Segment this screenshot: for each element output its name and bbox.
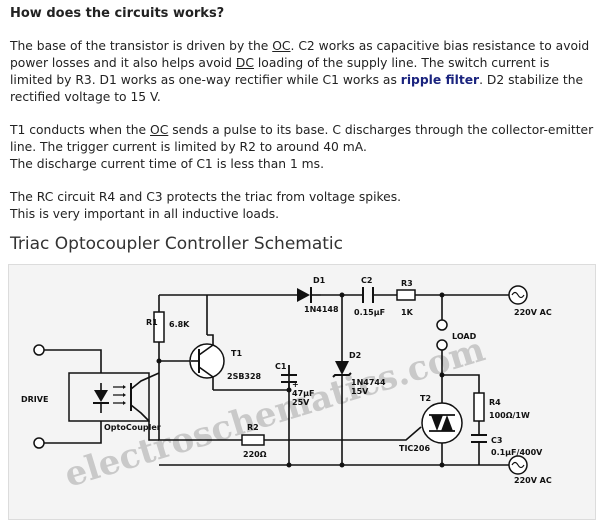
para1-text-3: loading of the supply line. The switch c… [10, 56, 550, 87]
schematic-title: Triac Optocoupler Controller Schematic [10, 234, 344, 254]
para1-text-2: . C2 works as capacitive bias resistance… [10, 39, 590, 70]
section-heading: How does the circuits works? [10, 6, 225, 21]
label-r4: R4 [489, 398, 501, 407]
label-c1: C1 [275, 362, 287, 371]
para3-line-1: The RC circuit R4 and C3 protects the tr… [10, 190, 402, 204]
label-r4-value: 100Ω/1W [489, 411, 530, 420]
drive-terminal-2 [33, 437, 45, 449]
opto-led-symbol [94, 390, 108, 402]
label-d2: D2 [349, 351, 361, 360]
label-r3-value: 1K [401, 308, 414, 317]
wire-drive-2 [44, 413, 102, 444]
label-r2-value: 220Ω [243, 450, 267, 459]
opto-phototransistor-leads [130, 372, 160, 441]
resistor-r1 [153, 311, 165, 343]
opto-arrow-head-2 [123, 393, 126, 397]
resistor-r3 [396, 289, 416, 301]
ac-wave-bottom [511, 461, 525, 469]
label-ac-bottom: 220V AC [514, 476, 552, 485]
t1-collector-lead [198, 366, 214, 390]
resistor-r4 [473, 392, 485, 422]
para1-text-4: . D2 stabilize the rectified voltage to … [10, 73, 584, 104]
schematic-svg: electroschematics.com [21, 276, 552, 496]
label-c2-value: 0.15µF [354, 308, 385, 317]
label-optocoupler: OptoCoupler [104, 423, 161, 432]
t2-arrow-2 [441, 415, 453, 431]
label-d2-value-1: 1N4744 [351, 378, 386, 387]
triac-t2 [421, 402, 463, 444]
junction-d2-top [339, 292, 345, 298]
optocoupler-box [68, 372, 150, 422]
label-t2: T2 [420, 394, 431, 403]
label-c3-value: 0.1µF/400V [491, 448, 543, 457]
wire-r2-gate [264, 426, 422, 441]
label-r1-value: 6.8K [169, 320, 190, 329]
ripple-filter-link[interactable]: ripple filter [400, 73, 480, 87]
t2-arrow-1 [431, 415, 443, 431]
paragraph-circuit-description: The base of the transistor is driven by … [10, 38, 595, 106]
wire-r4-top [442, 374, 480, 393]
label-d1-value: 1N4148 [304, 305, 339, 314]
junction-bottom-d2 [339, 462, 345, 468]
para2-text-2: sends a pulse to its base. C discharges … [10, 123, 594, 154]
junction-bottom-c1 [286, 462, 292, 468]
label-drive: DRIVE [21, 395, 48, 404]
drive-terminal-1 [33, 344, 45, 356]
para1-text-1: The base of the transistor is driven by … [10, 39, 273, 53]
label-d1: D1 [313, 276, 326, 285]
label-ac-top: 220V AC [514, 308, 552, 317]
label-t2-value: TIC206 [399, 444, 430, 453]
label-c3: C3 [491, 436, 502, 445]
label-t1: T1 [231, 349, 242, 358]
opto-arrow-head-1 [123, 385, 126, 389]
resistor-r2 [241, 434, 265, 446]
label-r3: R3 [401, 279, 413, 288]
load-terminal-1 [436, 319, 448, 331]
label-c1-plus: + [292, 380, 299, 389]
label-d2-value-2: 15V [351, 387, 369, 396]
paragraph-t1-conducts: T1 conducts when the OC sends a pulse to… [10, 122, 595, 173]
ac-wave-top [511, 291, 525, 299]
label-r1: R1 [146, 318, 158, 327]
load-terminal-2 [436, 339, 448, 351]
dc-abbr: DC [235, 56, 254, 70]
label-t1-value: 2SB328 [227, 372, 262, 381]
para2-text-3: The discharge current time of C1 is less… [10, 157, 324, 171]
opto-light-arrows [113, 386, 123, 404]
junction-c1 [286, 387, 292, 393]
label-c1-value-1: 47µF [292, 389, 314, 398]
label-c2: C2 [361, 276, 372, 285]
para2-text-1: T1 conducts when the [10, 123, 151, 137]
label-c1-value-2: 25V [292, 398, 310, 407]
zener-d2-symbol [335, 361, 349, 375]
oc-abbr: OC [272, 39, 291, 53]
t1-emitter-lead [198, 334, 214, 356]
label-load: LOAD [452, 332, 477, 341]
para3-line-2: This is very important in all inductive … [10, 207, 280, 221]
diode-d1-symbol [297, 288, 310, 302]
wire-drive-1 [44, 349, 102, 383]
opto-arrow-head-3 [123, 401, 126, 405]
label-r2: R2 [247, 423, 259, 432]
paragraph-rc-circuit: The RC circuit R4 and C3 protects the tr… [10, 189, 595, 223]
schematic-diagram: electroschematics.com [8, 264, 596, 520]
oc-abbr-2: OC [150, 123, 169, 137]
